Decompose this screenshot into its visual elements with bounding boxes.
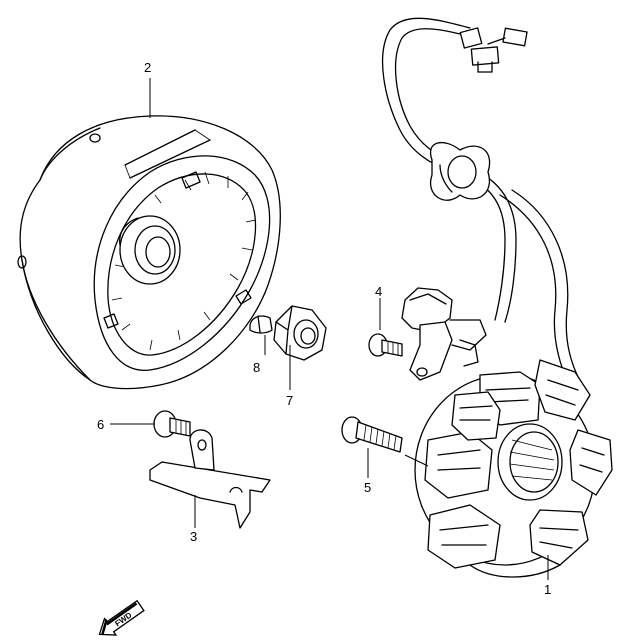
wire-harness <box>381 17 586 396</box>
coil-pole <box>534 359 591 421</box>
coil-pole <box>569 429 613 496</box>
callout-screw-bracket: 6 <box>97 417 104 432</box>
connector-upper <box>459 27 528 73</box>
screw-small-4 <box>368 333 403 357</box>
callout-stator: 1 <box>544 582 551 597</box>
callout-rotor: 2 <box>144 60 151 75</box>
callout-bracket: 3 <box>190 529 197 544</box>
coil-pole <box>451 391 501 441</box>
screw-bracket-6 <box>153 410 191 438</box>
stator <box>414 359 613 578</box>
callout-screw-small: 4 <box>375 284 382 299</box>
woodruff-key <box>249 315 273 334</box>
leader-lines <box>110 78 549 580</box>
rotor-flywheel <box>17 115 281 390</box>
coil-pole <box>427 504 501 569</box>
callout-bolt: 5 <box>364 480 371 495</box>
fwd-direction-arrow: FWD <box>98 599 145 636</box>
callout-nut: 7 <box>286 393 293 408</box>
callout-key: 8 <box>253 360 260 375</box>
callout-labels: 2 4 8 7 6 5 3 1 <box>97 60 551 597</box>
bolt-5 <box>341 416 403 453</box>
coil-pole <box>424 431 493 499</box>
rotor-nut <box>273 305 327 361</box>
pickup-coil <box>401 287 487 381</box>
bracket-3 <box>149 429 271 529</box>
